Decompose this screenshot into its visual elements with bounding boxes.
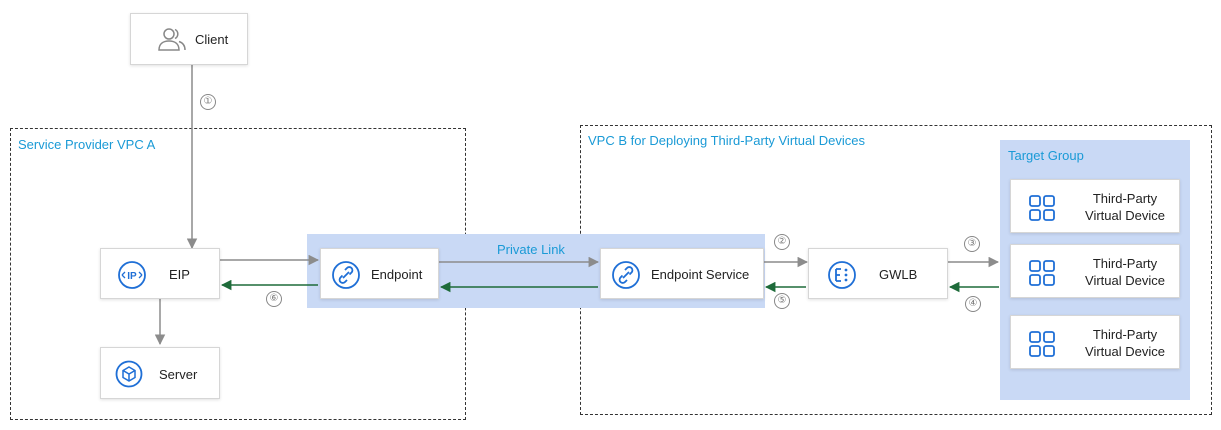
virtual-device-label: Third-Party Virtual Device	[1077, 255, 1173, 289]
virtual-device-label: Third-Party Virtual Device	[1077, 326, 1173, 360]
target-group-title: Target Group	[1008, 148, 1084, 163]
endpoint-label: Endpoint	[371, 267, 423, 282]
virtual-device-line1: Third-Party	[1092, 327, 1158, 342]
vpc-a-title: Service Provider VPC A	[18, 137, 156, 152]
server-label: Server	[159, 367, 198, 382]
eip-icon: IP	[117, 260, 147, 295]
svg-text:IP: IP	[127, 271, 137, 282]
server-node[interactable]: Server	[100, 347, 220, 399]
eip-label: EIP	[169, 267, 190, 282]
virtual-device-line2: Virtual Device	[1085, 208, 1165, 223]
endpoint-service-node[interactable]: Endpoint Service	[600, 248, 764, 299]
step-3-marker: ③	[964, 236, 980, 252]
vpc-b-title: VPC B for Deploying Third-Party Virtual …	[588, 133, 865, 148]
step-6-marker: ⑥	[266, 291, 282, 307]
step-2-marker: ②	[774, 234, 790, 250]
users-icon	[157, 27, 187, 56]
client-label: Client	[195, 32, 229, 47]
gwlb-node[interactable]: GWLB	[808, 248, 948, 299]
step-1-marker: ①	[200, 94, 216, 110]
eip-node[interactable]: IP EIP	[100, 248, 220, 299]
link-service-icon	[611, 260, 641, 295]
gwlb-label: GWLB	[879, 267, 918, 282]
step-5-marker: ⑤	[774, 293, 790, 309]
private-link-title: Private Link	[497, 242, 565, 257]
virtual-device-node[interactable]: Third-Party Virtual Device	[1010, 179, 1180, 233]
virtual-device-node[interactable]: Third-Party Virtual Device	[1010, 315, 1180, 369]
endpoint-service-label: Endpoint Service	[651, 267, 750, 282]
virtual-device-line1: Third-Party	[1092, 191, 1158, 206]
apps-grid-icon	[1029, 260, 1055, 291]
endpoint-node[interactable]: Endpoint	[320, 248, 439, 299]
virtual-device-line1: Third-Party	[1092, 256, 1158, 271]
server-icon	[115, 360, 143, 393]
apps-grid-icon	[1029, 195, 1055, 226]
virtual-device-node[interactable]: Third-Party Virtual Device	[1010, 244, 1180, 298]
link-icon	[331, 260, 361, 295]
virtual-device-label: Third-Party Virtual Device	[1077, 190, 1173, 224]
load-balancer-icon	[827, 260, 857, 295]
virtual-device-line2: Virtual Device	[1085, 344, 1165, 359]
virtual-device-line2: Virtual Device	[1085, 273, 1165, 288]
client-node[interactable]: Client	[130, 13, 248, 65]
apps-grid-icon	[1029, 331, 1055, 362]
step-4-marker: ④	[965, 296, 981, 312]
